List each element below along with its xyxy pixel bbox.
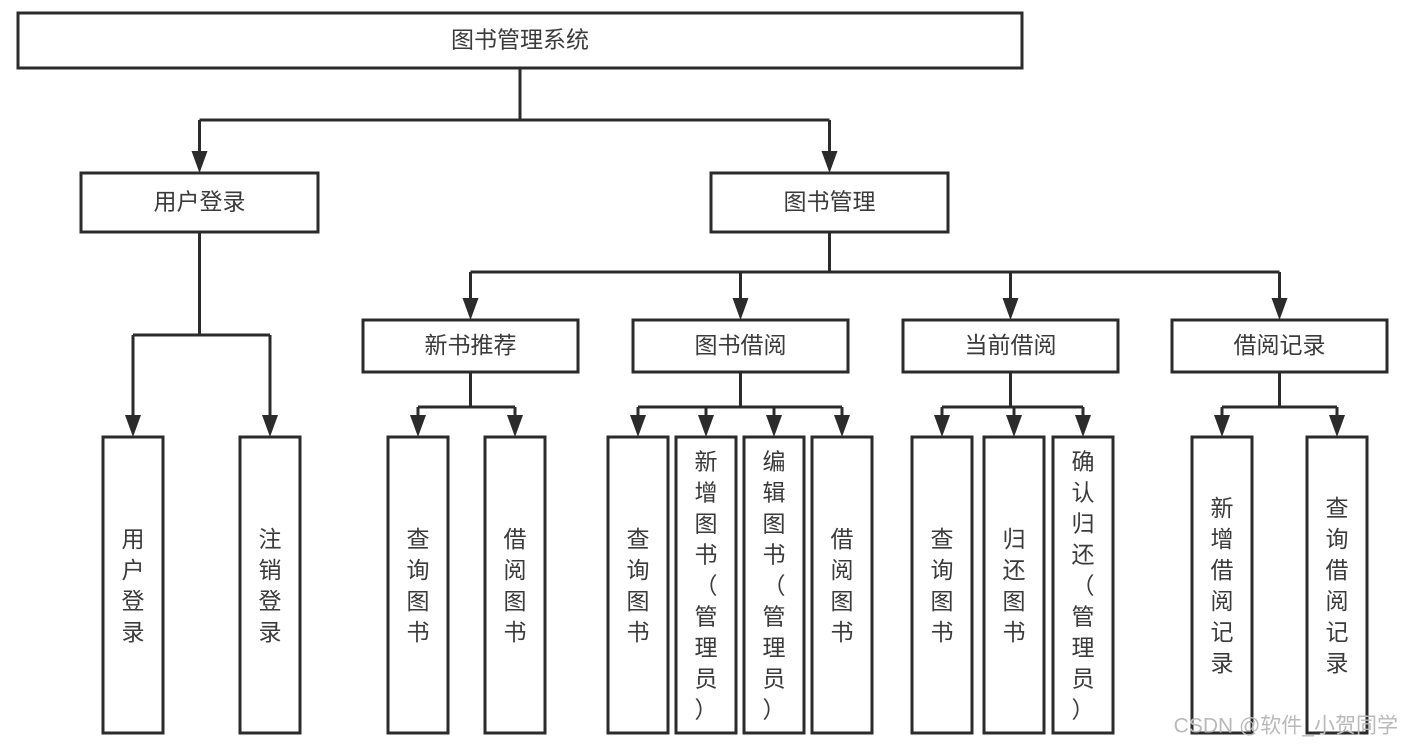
node-leaf-logout-login[interactable]: 注销登录 <box>238 435 302 735</box>
arrow-head-icon <box>1002 298 1019 320</box>
node-leaf-user-login[interactable]: 用户登录 <box>101 435 165 735</box>
node-box <box>1170 318 1389 374</box>
node-label: 图书借阅 <box>695 332 787 358</box>
node-leaf-confirm-return[interactable]: 确认归还（管理员） <box>1051 435 1115 735</box>
arrow-head-icon <box>1329 415 1345 437</box>
node-label: 注销登录 <box>259 526 282 645</box>
node-box <box>982 435 1046 735</box>
node-label: 借阅记录 <box>1234 332 1326 358</box>
node-box <box>101 435 165 735</box>
node-label: 借阅图书 <box>831 526 854 645</box>
node-label: 借阅图书 <box>504 526 527 645</box>
node-box <box>16 11 1024 70</box>
node-leaf-query-book-1[interactable]: 查询图书 <box>386 435 450 735</box>
node-label: 图书管理系统 <box>451 27 589 53</box>
node-label: 归还图书 <box>1003 526 1026 645</box>
arrow-head-icon <box>1271 298 1288 320</box>
node-box <box>1305 435 1369 735</box>
node-label: 当前借阅 <box>965 332 1057 358</box>
node-box <box>810 435 874 735</box>
node-leaf-borrow-book-2[interactable]: 借阅图书 <box>810 435 874 735</box>
arrow-head-icon <box>934 415 950 437</box>
node-user-login[interactable]: 用户登录 <box>79 171 320 234</box>
arrow-head-icon <box>1006 415 1022 437</box>
node-box <box>1190 435 1254 735</box>
node-label: 查询图书 <box>627 526 650 645</box>
node-current-borrow[interactable]: 当前借阅 <box>901 318 1120 374</box>
arrow-head-icon <box>766 415 782 437</box>
arrow-head-icon <box>262 415 278 437</box>
arrow-head-icon <box>507 415 523 437</box>
arrow-head-icon <box>191 151 208 173</box>
node-box <box>1051 435 1115 735</box>
node-leaf-add-borrow-record[interactable]: 新增借阅记录 <box>1190 435 1254 735</box>
node-label: 新书推荐 <box>425 332 517 358</box>
arrow-head-icon <box>1214 415 1230 437</box>
node-leaf-return-book[interactable]: 归还图书 <box>982 435 1046 735</box>
node-box <box>631 318 850 374</box>
node-label: 确认归还（管理员） <box>1072 449 1095 723</box>
arrow-head-icon <box>1075 415 1091 437</box>
node-box <box>361 318 580 374</box>
node-label: 查询借阅记录 <box>1326 495 1349 676</box>
node-label: 新增借阅记录 <box>1211 495 1234 676</box>
node-label: 新增图书（管理员） <box>695 449 718 723</box>
node-box <box>483 435 547 735</box>
arrow-head-icon <box>698 415 714 437</box>
node-label: 编辑图书（管理员） <box>763 449 786 723</box>
node-label: 用户登录 <box>154 189 246 215</box>
node-leaf-borrow-book-1[interactable]: 借阅图书 <box>483 435 547 735</box>
node-box <box>910 435 974 735</box>
node-leaf-query-book-3[interactable]: 查询图书 <box>910 435 974 735</box>
node-label: 图书管理 <box>784 189 876 215</box>
node-label: 查询图书 <box>931 526 954 645</box>
node-box <box>386 435 450 735</box>
csdn-watermark: CSDN @软件_小贺同学 <box>1174 715 1398 738</box>
node-box <box>709 171 950 234</box>
node-borrow-record[interactable]: 借阅记录 <box>1170 318 1389 374</box>
node-leaf-edit-book[interactable]: 编辑图书（管理员） <box>742 435 806 735</box>
node-leaf-add-book[interactable]: 新增图书（管理员） <box>674 435 738 735</box>
node-box <box>742 435 806 735</box>
node-layer: 图书管理系统用户登录图书管理新书推荐图书借阅当前借阅借阅记录用户登录注销登录查询… <box>16 11 1389 735</box>
node-label: 用户登录 <box>122 526 145 645</box>
node-leaf-query-book-2[interactable]: 查询图书 <box>606 435 670 735</box>
arrow-head-icon <box>821 151 838 173</box>
arrow-head-icon <box>462 298 479 320</box>
connector-layer <box>125 68 1345 437</box>
arrow-head-icon <box>732 298 749 320</box>
node-book-manage[interactable]: 图书管理 <box>709 171 950 234</box>
node-box <box>606 435 670 735</box>
node-label: 查询图书 <box>407 526 430 645</box>
node-book-borrow[interactable]: 图书借阅 <box>631 318 850 374</box>
arrow-head-icon <box>630 415 646 437</box>
node-box <box>901 318 1120 374</box>
arrow-head-icon <box>410 415 426 437</box>
node-box <box>674 435 738 735</box>
arrow-head-icon <box>834 415 850 437</box>
node-root[interactable]: 图书管理系统 <box>16 11 1024 70</box>
node-leaf-query-borrow-record[interactable]: 查询借阅记录 <box>1305 435 1369 735</box>
node-box <box>79 171 320 234</box>
arrow-head-icon <box>125 415 141 437</box>
node-new-book-recommend[interactable]: 新书推荐 <box>361 318 580 374</box>
node-box <box>238 435 302 735</box>
